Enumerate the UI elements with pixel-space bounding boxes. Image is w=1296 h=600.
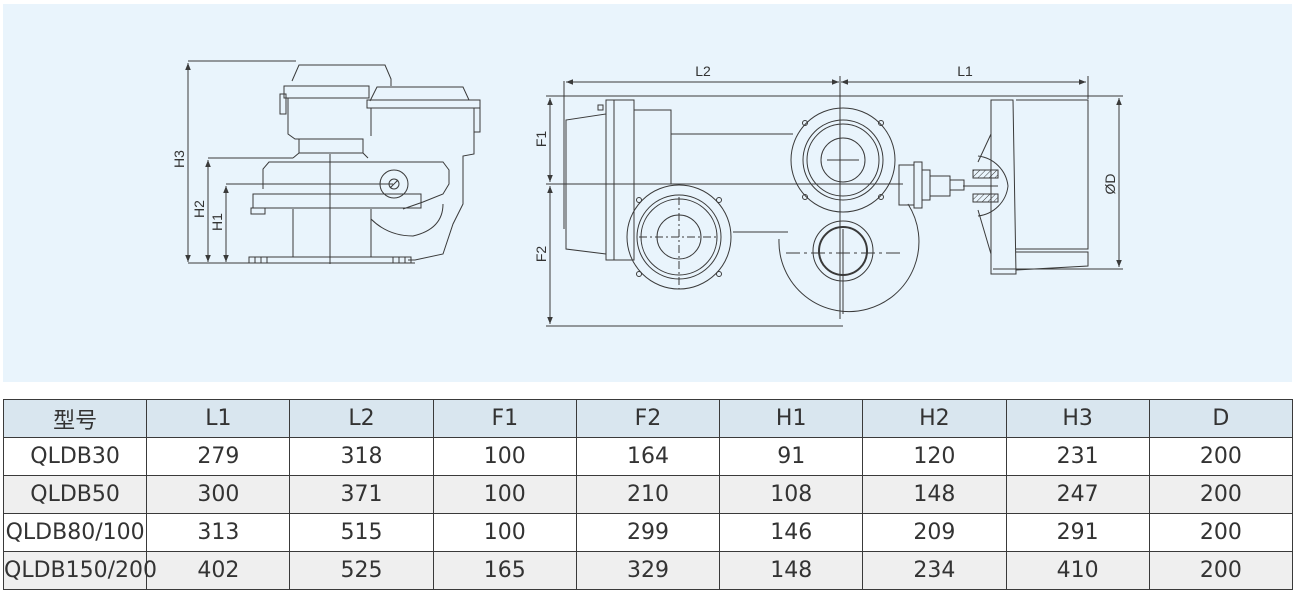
l2-label: L2 [695,63,711,79]
cell-h3: 410 [1005,551,1150,590]
cell-l1: 279 [146,437,291,476]
cell-l2: 371 [289,475,434,514]
header-l1: L1 [146,399,291,438]
header-f1: F1 [432,399,577,438]
l1-label: L1 [957,63,973,79]
header-h3: H3 [1005,399,1150,438]
cell-h1: 108 [719,475,864,514]
cell-d: 200 [1148,513,1294,552]
cell-f1: 100 [432,437,577,476]
cell-model: QLDB30 [2,437,148,476]
cell-h1: 146 [719,513,864,552]
cell-l1: 313 [146,513,291,552]
cell-l2: 525 [289,551,434,590]
cell-h2: 209 [862,513,1007,552]
table-row: QLDB30 279 318 100 164 91 120 231 200 [2,437,1294,476]
dimension-drawing: H3 H2 H1 [171,60,1123,327]
cell-f2: 299 [575,513,721,552]
d-label: ØD [1102,174,1118,195]
cell-f2: 164 [575,437,721,476]
cell-h3: 291 [1005,513,1150,552]
table-row: QLDB50 300 371 100 210 108 148 247 200 [2,475,1294,514]
cell-l2: 515 [289,513,434,552]
f2-label: F2 [533,246,549,263]
cell-l2: 318 [289,437,434,476]
cell-l1: 300 [146,475,291,514]
cell-f1: 100 [432,475,577,514]
cell-h2: 234 [862,551,1007,590]
cell-l1: 402 [146,551,291,590]
header-h1: H1 [719,399,864,438]
header-d: D [1148,399,1294,438]
table-row: QLDB80/100 313 515 100 299 146 209 291 2… [2,513,1294,552]
cell-h1: 91 [719,437,864,476]
cell-h2: 120 [862,437,1007,476]
cell-h3: 247 [1005,475,1150,514]
cell-f1: 100 [432,513,577,552]
h2-label: H2 [191,200,207,218]
dimension-drawing-panel: H3 H2 H1 [3,4,1292,382]
f1-label: F1 [533,131,549,148]
cell-model: QLDB80/100 [2,513,148,552]
h1-label: H1 [209,213,225,231]
cell-model: QLDB150/200 [2,551,157,590]
cell-d: 200 [1148,551,1294,590]
cell-h2: 148 [862,475,1007,514]
table-header-row: 型号 L1 L2 F1 F2 H1 H2 H3 D [2,399,1294,438]
top-view [546,76,1123,327]
side-view [185,60,481,264]
cell-h1: 148 [719,551,864,590]
cell-model: QLDB50 [2,475,148,514]
cell-d: 200 [1148,475,1294,514]
header-l2: L2 [289,399,434,438]
cell-h3: 231 [1005,437,1150,476]
cell-f2: 329 [575,551,721,590]
table-row: QLDB150/200 402 525 165 329 148 234 410 … [2,551,1294,590]
dimension-spec-table: 型号 L1 L2 F1 F2 H1 H2 H3 D QLDB30 279 318… [2,399,1294,590]
header-model: 型号 [2,399,148,438]
cell-f2: 210 [575,475,721,514]
header-h2: H2 [862,399,1007,438]
header-f2: F2 [575,399,721,438]
h3-label: H3 [171,150,187,168]
cell-d: 200 [1148,437,1294,476]
cell-f1: 165 [432,551,577,590]
